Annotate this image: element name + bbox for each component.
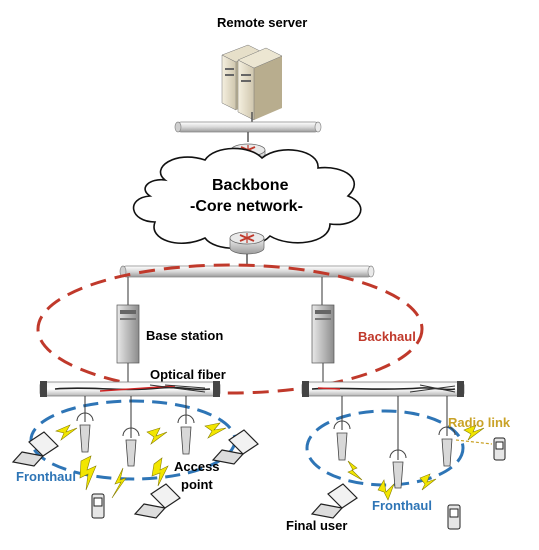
phone-icons [91, 437, 506, 530]
remote-server-icon [221, 44, 283, 121]
fronthaul-left-label: Fronthaul [16, 469, 76, 484]
laptop-icons [11, 429, 358, 519]
fronthaul-boundary-right [305, 409, 465, 487]
backbone-label: Backbone [212, 177, 289, 194]
fronthaul-right-label: Fronthaul [372, 498, 432, 513]
remote-server-label: Remote server [217, 15, 308, 30]
optical-fiber-label: Optical fiber [150, 367, 226, 382]
lower-bus-pipe [119, 265, 375, 278]
final-user-label: Final user [286, 518, 348, 533]
core-network-label: -Core network- [190, 198, 303, 215]
radio-link-dash [455, 439, 493, 445]
base-station-label: Base station [146, 328, 224, 343]
base-station-right-icon [311, 304, 335, 364]
access-point-icons [79, 424, 453, 489]
core-router-bottom-icon [229, 231, 265, 255]
upper-bus-pipe [174, 121, 322, 133]
optical-fiber-tube-left [39, 381, 221, 397]
optical-fiber-tube-right [301, 381, 465, 397]
fiber-drops [84, 396, 448, 460]
access-point-wave-marks [76, 412, 456, 459]
phone-icon-3 [493, 437, 506, 461]
laptop-icon-1 [11, 431, 59, 467]
backhaul-label: Backhaul [358, 329, 416, 344]
access-label: Access [174, 459, 220, 474]
backhaul-boundary [36, 263, 424, 395]
radio-link-label: Radio link [448, 415, 511, 430]
phone-icon-1 [91, 493, 105, 519]
base-station-left-icon [116, 304, 140, 364]
phone-icon-2 [447, 504, 461, 530]
backbone-cloud-shape [132, 147, 362, 249]
point-label: point [181, 477, 213, 492]
laptop-icon-4 [310, 483, 358, 519]
laptop-icon-3 [133, 483, 181, 519]
laptop-icon-2 [211, 429, 259, 465]
radio-link-bolts [55, 422, 485, 501]
